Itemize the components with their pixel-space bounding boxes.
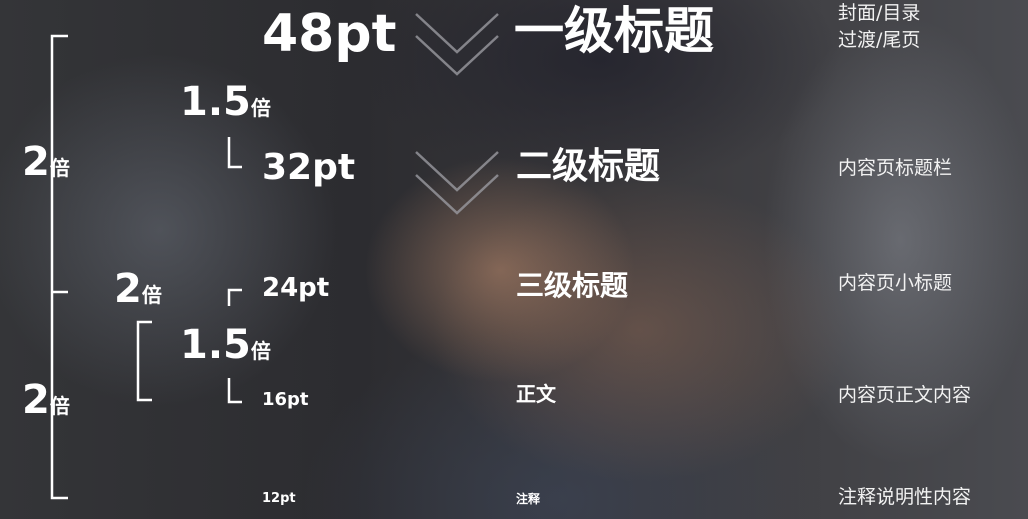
inner-top-elbow [227,137,242,169]
chevron-down-icon [415,35,499,76]
size-label-32pt: 32pt [262,147,356,188]
multiplier-mid: 2倍 [114,266,162,312]
chevron-down-icon [415,13,499,54]
size-label-16pt: 16pt [262,389,309,410]
chevron-down-icon [415,151,499,192]
heading-level-3: 三级标题 [516,269,629,302]
heading-level-2: 二级标题 [516,146,661,187]
usage-desc-level-2: 内容页标题栏 [838,157,953,179]
usage-desc-level-1: 封面/目录 过渡/尾页 [838,0,920,53]
mid-bracket [136,320,152,402]
multiplier-inner-bottom: 1.5倍 [180,322,271,368]
size-label-48pt: 48pt [262,4,397,64]
inner-24pt-corner [227,288,242,306]
usage-desc-line: 封面/目录 [838,2,921,24]
outer-bracket [50,34,68,500]
usage-desc-annotation: 注释说明性内容 [838,486,972,508]
body-text-sample: 正文 [516,382,556,406]
chevron-down-icon [415,174,499,215]
usage-desc-line: 过渡/尾页 [838,28,921,51]
multiplier-inner-top: 1.5倍 [180,79,271,125]
size-label-24pt: 24pt [262,273,330,303]
usage-desc-body: 内容页正文内容 [838,384,972,406]
heading-level-1: 一级标题 [514,2,714,60]
multiplier-outer-bottom: 2倍 [22,377,70,423]
usage-desc-level-3: 内容页小标题 [838,272,953,294]
inner-bottom-elbow [227,378,242,404]
annotation-sample: 注释 [516,492,541,506]
size-label-12pt: 12pt [262,491,296,506]
multiplier-outer-top: 2倍 [22,139,70,185]
